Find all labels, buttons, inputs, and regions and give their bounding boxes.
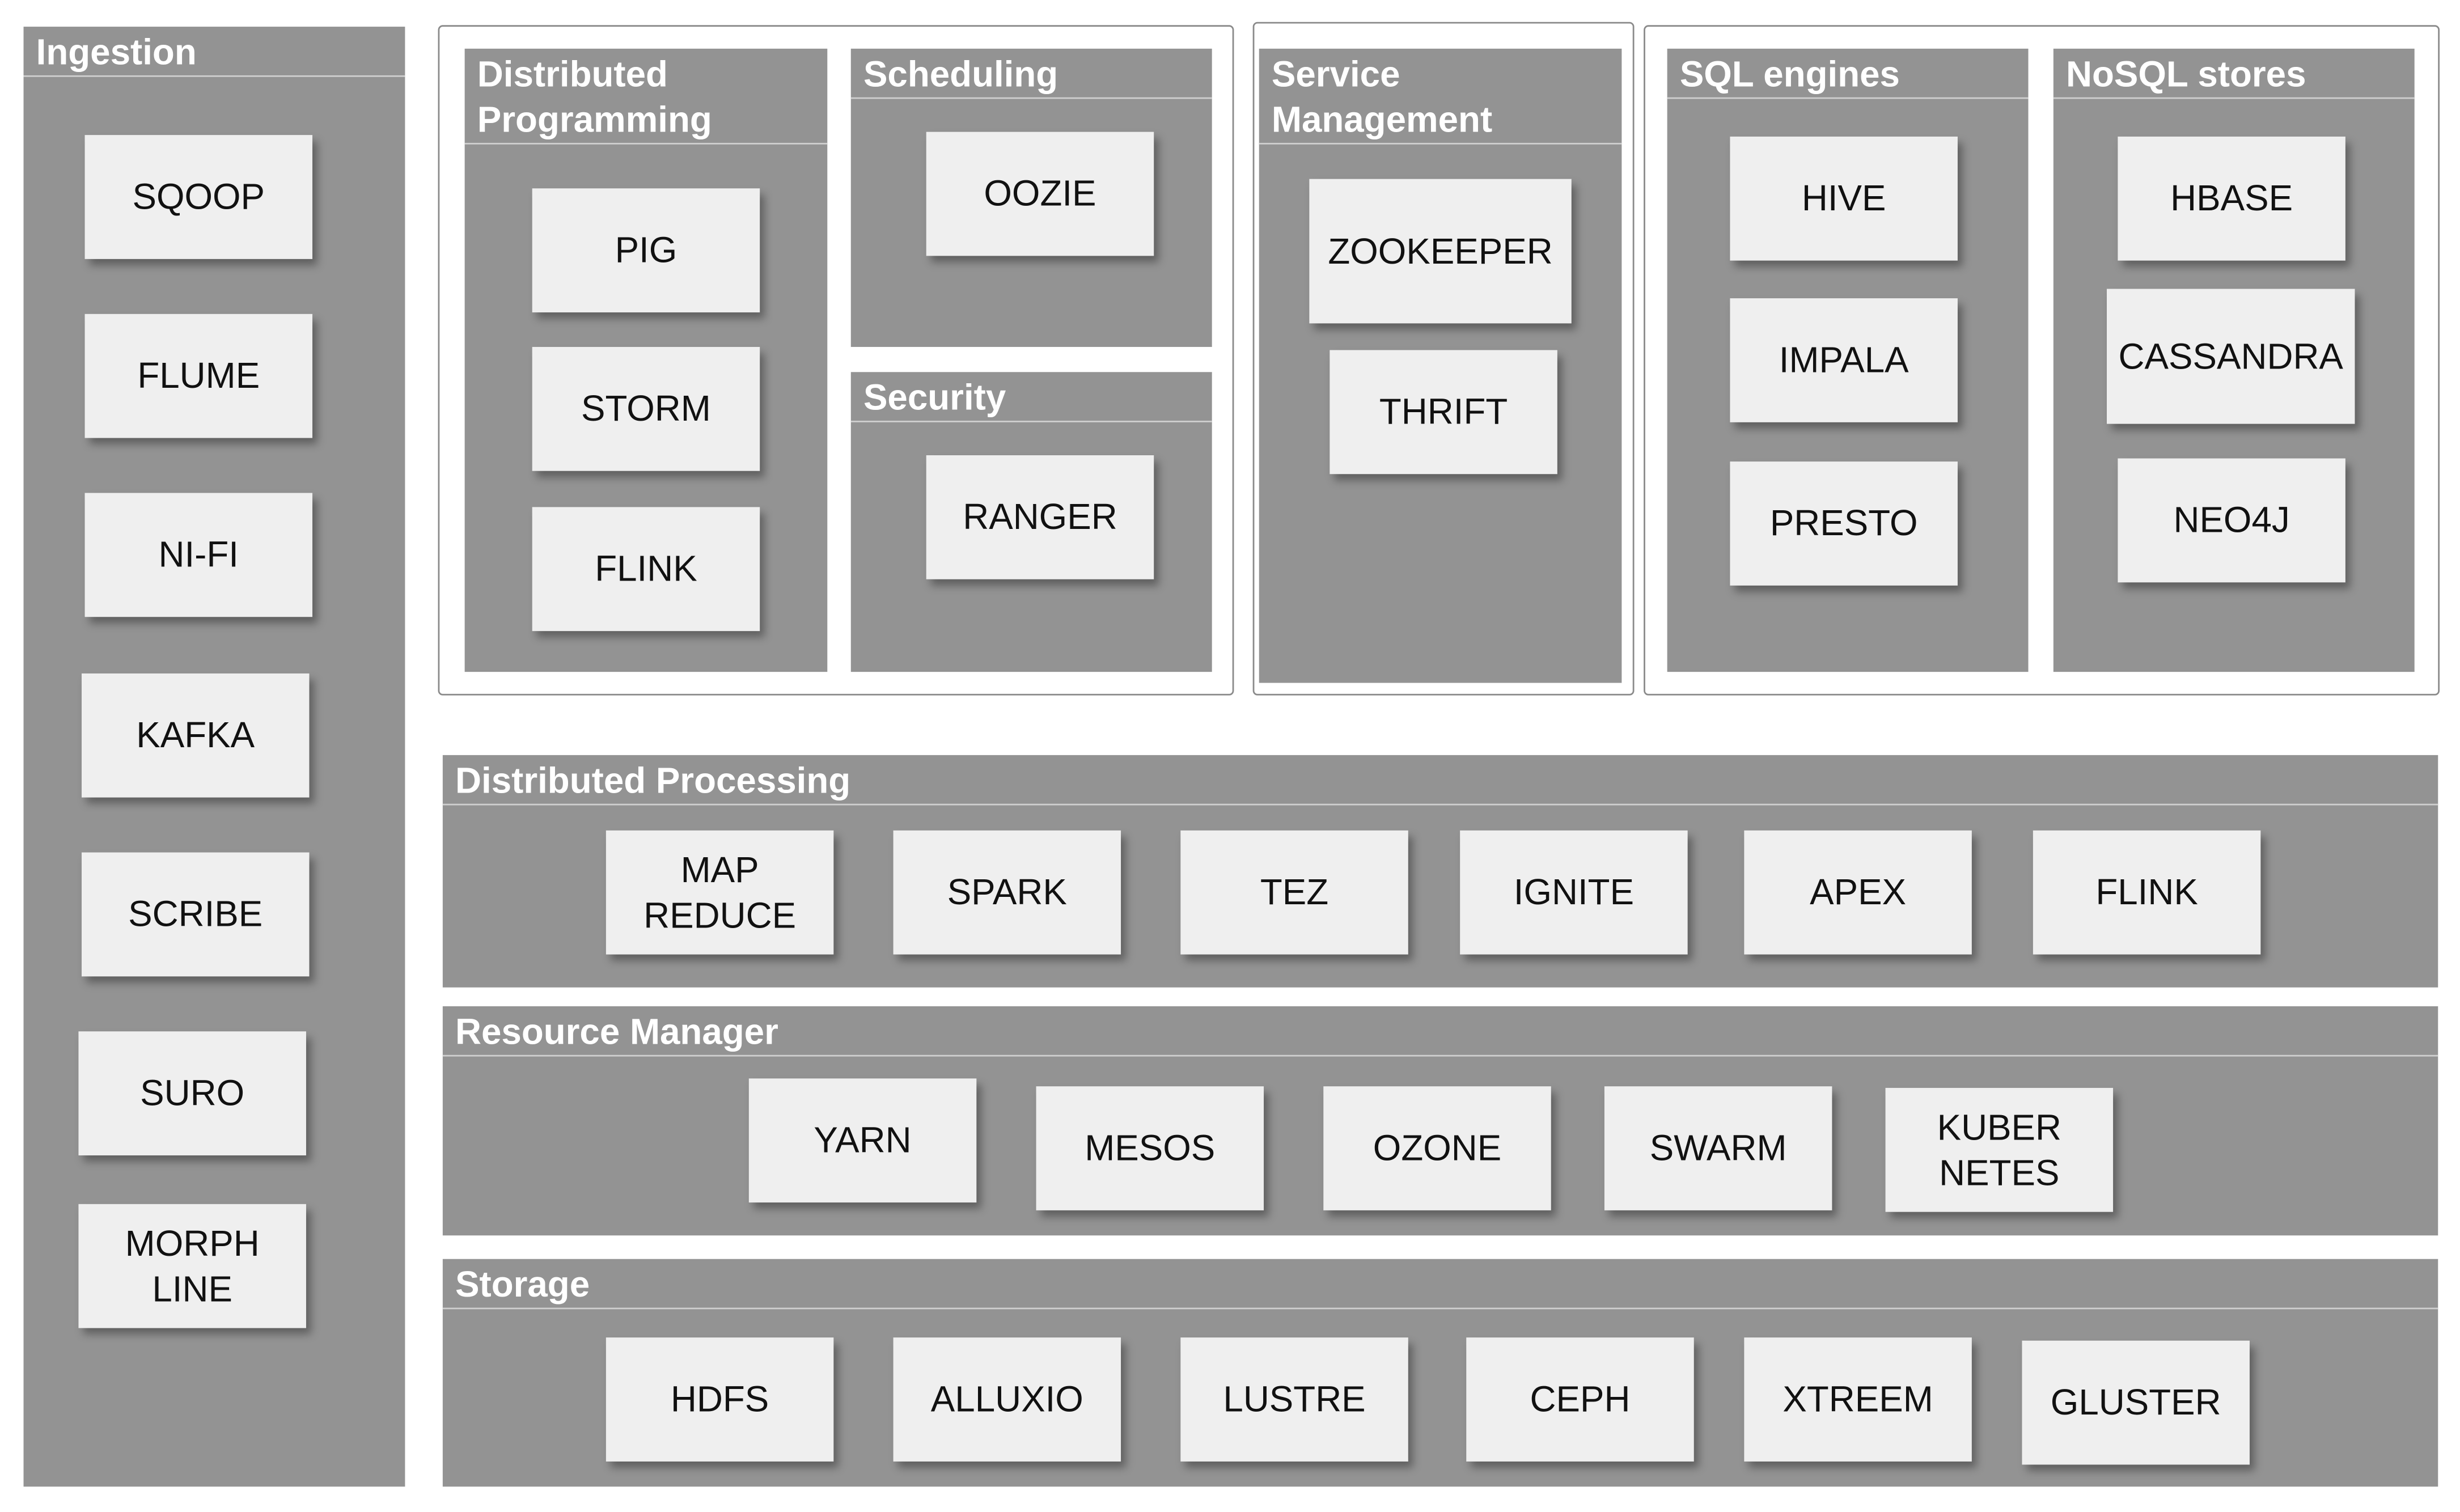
- ingestion-title: Ingestion: [23, 27, 405, 77]
- storage-item-alluxio: ALLUXIO: [893, 1337, 1121, 1462]
- service-management-item-zookeeper: ZOOKEEPER: [1309, 179, 1572, 324]
- sql-engines-title: SQL engines: [1667, 49, 2029, 99]
- storage-item-ceph: CEPH: [1466, 1337, 1694, 1462]
- service-management-item-thrift: THRIFT: [1329, 350, 1557, 475]
- security-title: Security: [850, 372, 1212, 422]
- storage-item-gluster: GLUSTER: [2022, 1340, 2250, 1465]
- nosql-stores-item-hbase: HBASE: [2118, 136, 2345, 261]
- storage-item-lustre: LUSTRE: [1180, 1337, 1408, 1462]
- sql-engines-item-presto: PRESTO: [1730, 461, 1958, 586]
- resource-manager-item-kubernetes: KUBER NETES: [1885, 1087, 2114, 1212]
- storage-item-xtreem: XTREEM: [1744, 1337, 1972, 1462]
- resource-manager-item-yarn: YARN: [748, 1078, 977, 1203]
- resource-manager-title: Resource Manager: [442, 1006, 2438, 1057]
- sql-engines-item-hive: HIVE: [1730, 136, 1958, 261]
- distributed-processing-title: Distributed Processing: [442, 755, 2438, 806]
- service-management-title: Service Management: [1259, 49, 1622, 145]
- scheduling-title: Scheduling: [850, 49, 1212, 99]
- distributed-programming-item-storm: STORM: [532, 346, 760, 471]
- ingestion-item-sqoop: SQOOP: [84, 135, 313, 259]
- distributed-processing-item-mapreduce: MAP REDUCE: [606, 830, 834, 955]
- scheduling-item-oozie: OOZIE: [926, 132, 1154, 256]
- distributed-processing-item-tez: TEZ: [1180, 830, 1408, 955]
- distributed-programming-title: Distributed Programming: [464, 49, 828, 145]
- resource-manager-item-swarm: SWARM: [1604, 1086, 1832, 1210]
- distributed-processing-item-apex: APEX: [1744, 830, 1972, 955]
- storage-title: Storage: [442, 1259, 2438, 1310]
- distributed-processing-item-ignite: IGNITE: [1460, 830, 1688, 955]
- distributed-processing-item-spark: SPARK: [893, 830, 1121, 955]
- ingestion-item-suro: SURO: [78, 1031, 306, 1155]
- ingestion-item-kafka: KAFKA: [81, 673, 310, 798]
- nosql-stores-item-cassandra: CASSANDRA: [2106, 289, 2355, 424]
- ingestion-item-scribe: SCRIBE: [81, 852, 310, 977]
- nosql-stores-item-neo4j: NEO4J: [2118, 458, 2345, 583]
- storage-item-hdfs: HDFS: [606, 1337, 834, 1462]
- distributed-programming-item-flink: FLINK: [532, 507, 760, 632]
- ingestion-item-morphline: MORPH LINE: [78, 1204, 306, 1328]
- resource-manager-item-ozone: OZONE: [1323, 1086, 1551, 1210]
- distributed-programming-item-pig: PIG: [532, 188, 760, 313]
- sql-engines-item-impala: IMPALA: [1730, 298, 1958, 422]
- ingestion-item-flume: FLUME: [84, 314, 313, 438]
- security-item-ranger: RANGER: [926, 455, 1154, 579]
- distributed-processing-item-flink: FLINK: [2033, 830, 2261, 955]
- nosql-stores-title: NoSQL stores: [2053, 49, 2415, 99]
- ingestion-item-nifi: NI-FI: [84, 493, 313, 617]
- resource-manager-item-mesos: MESOS: [1036, 1086, 1264, 1210]
